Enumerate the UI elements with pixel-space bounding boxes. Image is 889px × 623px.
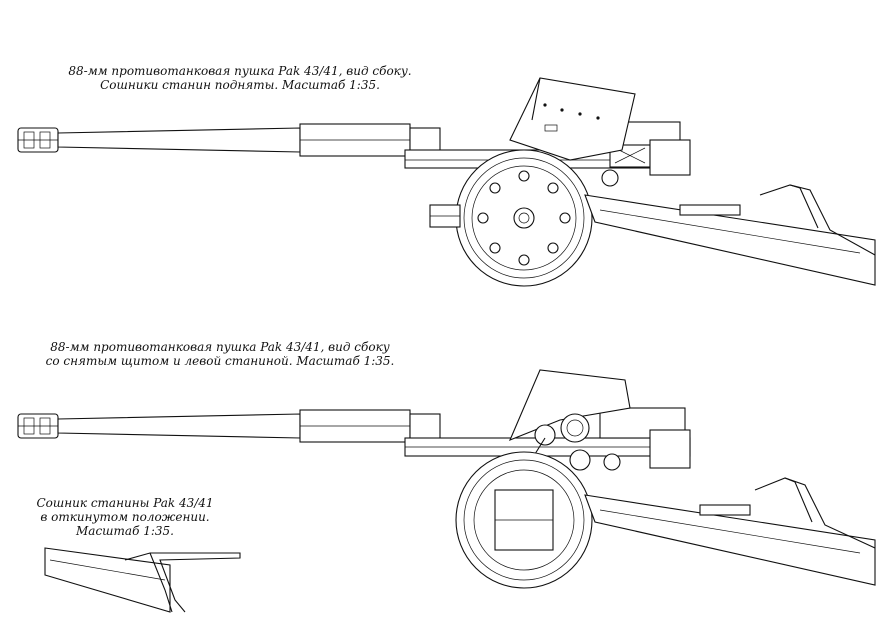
caption-line: Сошники станин подняты. Масштаб 1:35. (100, 78, 380, 92)
trail-leg (584, 184, 876, 286)
spade-detail (44, 547, 241, 613)
caption-line: со снятым щитом и левой станиной. Масшта… (45, 354, 395, 368)
caption-line: в откинутом положении. (40, 510, 210, 524)
caption-line: 88-мм противотанковая пушка Pak 43/41, в… (50, 340, 390, 354)
caption-side-view-raised: 88-мм противотанковая пушка Pak 43/41, в… (60, 64, 420, 92)
caption-line: Сошник станины Pak 43/41 (36, 496, 214, 510)
caption-side-view-no-shield: 88-мм противотанковая пушка Pak 43/41, в… (40, 340, 400, 368)
caption-line: 88-мм противотанковая пушка Pak 43/41, в… (68, 64, 412, 78)
gun-side-view-with-shield (17, 77, 876, 287)
road-wheel (455, 451, 593, 589)
gun-side-view-without-shield (17, 369, 876, 589)
front-stabiliser (429, 204, 461, 228)
barrel (57, 409, 441, 443)
barrel (57, 123, 441, 157)
trail-leg (584, 477, 876, 586)
caption-spade-detail: Сошник станины Pak 43/41 в откинутом пол… (25, 496, 225, 538)
caption-line: Масштаб 1:35. (76, 524, 174, 538)
breech-and-sight (508, 369, 631, 476)
gun-shield (509, 77, 636, 161)
road-wheel (455, 149, 593, 287)
muzzle-brake (17, 413, 59, 439)
muzzle-brake (17, 127, 59, 153)
